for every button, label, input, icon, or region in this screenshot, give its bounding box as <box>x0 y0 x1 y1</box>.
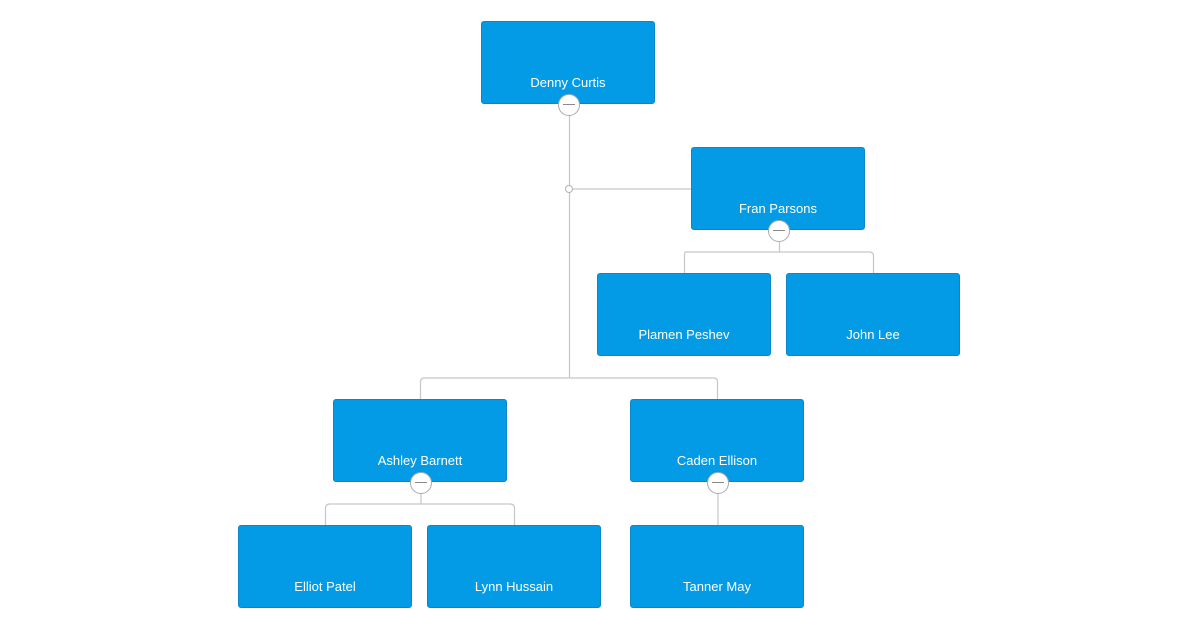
node-label: Tanner May <box>683 579 751 594</box>
connector-fran-children <box>683 242 875 273</box>
node-label: Caden Ellison <box>676 453 758 468</box>
node-ashley-barnett[interactable]: Ashley Barnett <box>333 399 507 482</box>
node-label: Elliot Patel <box>294 579 356 594</box>
node-john-lee[interactable]: John Lee <box>786 273 960 356</box>
minus-circle-icon <box>563 104 575 105</box>
minus-circle-icon <box>415 482 427 483</box>
node-label: Lynn Hussain <box>474 579 554 594</box>
node-elliot-patel[interactable]: Elliot Patel <box>238 525 412 608</box>
node-label: Plamen Peshev <box>638 327 730 342</box>
node-label: John Lee <box>846 327 900 342</box>
node-label: Fran Parsons <box>738 201 818 216</box>
node-label: Denny Curtis <box>530 75 606 90</box>
collapse-toggle-denny-curtis[interactable] <box>558 94 580 116</box>
collapse-toggle-ashley-barnett[interactable] <box>410 472 432 494</box>
collapse-toggle-fran-parsons[interactable] <box>768 220 790 242</box>
connector-ashley-children <box>324 494 516 525</box>
junction-dot-icon <box>565 185 573 193</box>
collapse-toggle-caden-ellison[interactable] <box>707 472 729 494</box>
minus-circle-icon <box>712 482 724 483</box>
minus-circle-icon <box>773 230 785 231</box>
node-tanner-may[interactable]: Tanner May <box>630 525 804 608</box>
node-caden-ellison[interactable]: Caden Ellison <box>630 399 804 482</box>
node-plamen-peshev[interactable]: Plamen Peshev <box>597 273 771 356</box>
node-lynn-hussain[interactable]: Lynn Hussain <box>427 525 601 608</box>
node-label: Ashley Barnett <box>377 453 463 468</box>
node-fran-parsons[interactable]: Fran Parsons <box>691 147 865 230</box>
connector-denny-managers <box>419 377 719 399</box>
node-denny-curtis[interactable]: Denny Curtis <box>481 21 655 104</box>
